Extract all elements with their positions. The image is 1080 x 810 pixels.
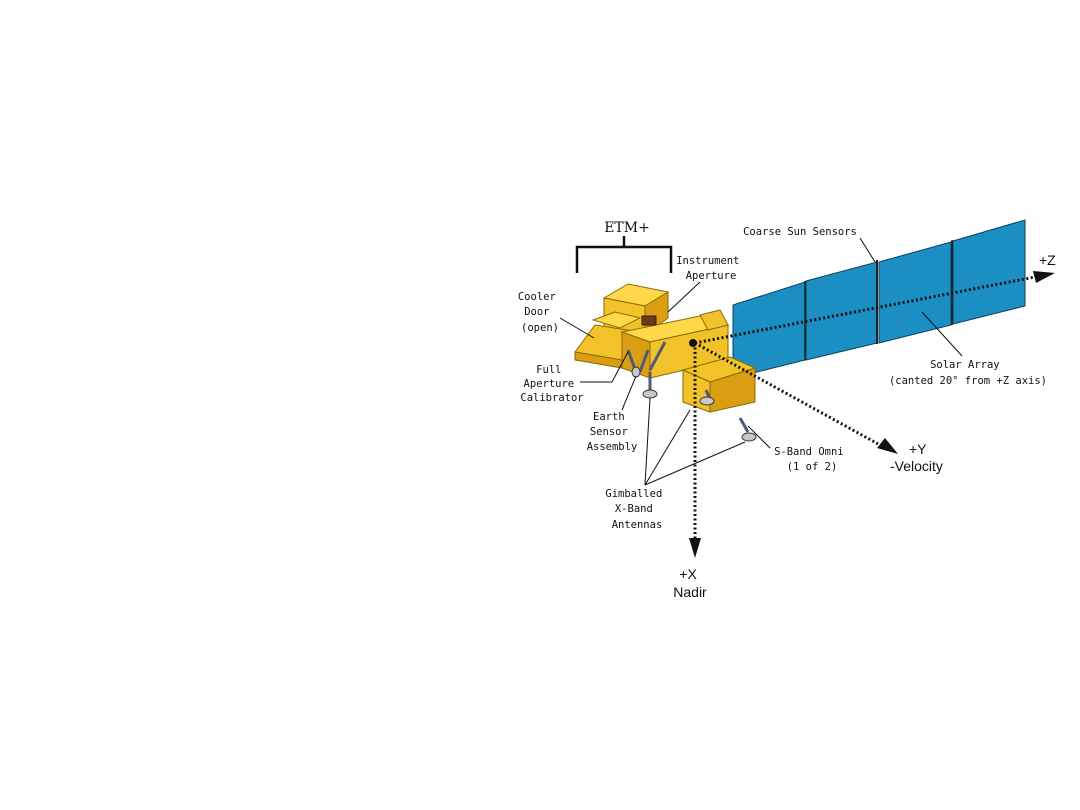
earth-sensor-icon — [631, 366, 641, 378]
earth-sensor-assembly-label: Earth Sensor Assembly — [587, 411, 638, 453]
full-aperture-calibrator-label: Full Aperture Calibrator — [520, 364, 583, 404]
y-axis-line — [694, 341, 881, 447]
solar-array — [732, 219, 1026, 379]
z-axis-label: +Z — [1039, 252, 1056, 268]
spacecraft-body — [574, 283, 757, 413]
solar-panel-2 — [805, 261, 878, 361]
cooler-door-label: Cooler Door (open) — [518, 291, 562, 334]
z-axis-line — [694, 275, 1036, 345]
gimballed-antennas-label: Gimballed X-Band Antennas — [605, 488, 668, 531]
axes — [689, 271, 1055, 558]
leader-lines — [559, 237, 963, 486]
x-band-antenna-2-icon — [699, 396, 715, 406]
etm-label: ETM+ — [604, 220, 650, 236]
z-axis-arrow-icon — [1033, 271, 1055, 283]
etm-bracket — [575, 236, 673, 273]
x-axis-arrow-icon — [689, 538, 701, 558]
coarse-sun-sensors-label: Coarse Sun Sensors — [743, 226, 857, 238]
y-axis-label: +Y -Velocity — [890, 441, 943, 474]
x-axis-label: +X Nadir — [673, 566, 707, 600]
s-band-omni-label: S-Band Omni (1 of 2) — [774, 446, 850, 473]
y-axis-arrow-icon — [877, 438, 898, 454]
s-band-omni-icon — [741, 432, 757, 442]
solar-array-label: Solar Array (canted 20° from +Z axis) — [889, 359, 1047, 387]
solar-panel-4 — [952, 219, 1026, 325]
solar-panel-3 — [878, 241, 952, 344]
x-band-antenna-1-icon — [642, 389, 658, 399]
instrument-aperture-label: Instrument Aperture — [676, 255, 746, 282]
